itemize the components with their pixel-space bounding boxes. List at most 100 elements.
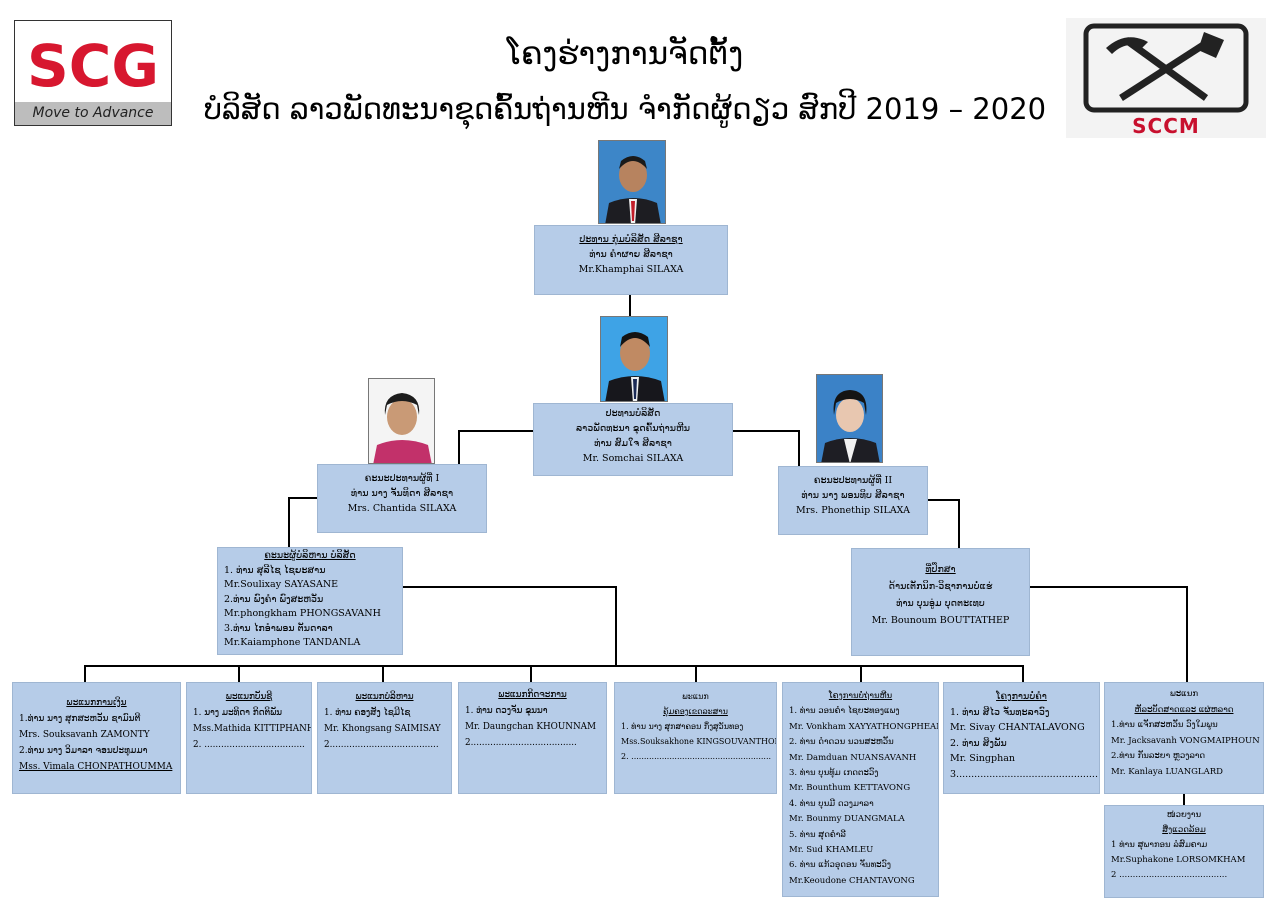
dept-community-member: 1. ທ່ານ ນາງ ສຸກສາຄອນ ກິ່ງສຸວັນທອງ	[621, 722, 744, 731]
dept-finance-member-en: Mss. Vimala CHONPATHOUMMA	[19, 762, 173, 772]
connector-vp2-to-advisor-v	[958, 499, 960, 548]
dept-import-export-subtitle: ຫັລະບັດສາດແລະ ແຜ່ຫລາດ	[1134, 704, 1234, 715]
chart-title: ໂຄງຮ່າງການຈັດຕັ້ງ	[506, 36, 744, 72]
connector-board-v	[615, 586, 617, 667]
dept-finance-box: ພະແນກການເງິນ 1.ທ່ານ ນາງ ສຸກສະຫວັນ ຊາມົນຕ…	[12, 682, 181, 794]
dept-ore-pit-member: 1. ທ່ານ ສີໄວ ຈັນທະລາວົງ	[950, 706, 1050, 718]
dept-coal-plant-member: 6. ທ່ານ ແກ້ວອຸດອນ ຈັນທະວົງ	[789, 860, 892, 871]
dept-import-export-box: ພະແນກ ຫັລະບັດສາດແລະ ແຜ່ຫລາດ 1.ທ່ານ ແຈັກສ…	[1104, 682, 1264, 794]
dept-coal-plant-member: 1. ທ່ານ ວອນຄຳ ໄຊຍະທອງແພງ	[789, 706, 900, 717]
dept-coal-plant-member: 3. ທ່ານ ບຸນທຸ້ມ ເກດຕະວົງ	[789, 768, 879, 779]
connector-board-h	[402, 586, 617, 588]
unit-environment-title: ໜ່ວຍງານ	[1166, 810, 1202, 820]
vice-president-1-box: ຄະນະປະທານຜູ້ທີ່ I ທ່ານ ນາງ ຈັນທິດາ ສີລາຊ…	[317, 464, 487, 533]
dept-coal-plant-member: 2. ທ່ານ ດຳດວນ ນວນສະຫວັນ	[789, 737, 894, 748]
vice-president-1-name-lao: ທ່ານ ນາງ ຈັນທິດາ ສີລາຊາ	[350, 488, 454, 499]
president-title: ປະທານບໍລິສັດ	[605, 408, 661, 419]
dept-ore-pit-member-placeholder: 3.......................................…	[950, 768, 1098, 780]
connector-president-left-v	[458, 430, 460, 465]
dept-marketing-title: ພະແນກກິດຈະການ	[498, 690, 567, 700]
management-board-member-en: Mr.phongkham PHONGSAVANH	[224, 608, 381, 619]
management-board-member: 2.ທ່ານ ພົງຄຳ ພົງສະຫວັນ	[224, 593, 324, 605]
dept-coal-plant-member: 4. ທ່ານ ບຸນມີ ດວງມາລາ	[789, 798, 874, 809]
unit-environment-box: ໜ່ວຍງານ ສິ່ງແວດລ້ອມ 1 ທ່ານ ສຸພາກອນ ລໍສົມ…	[1104, 805, 1264, 898]
management-board-member-en: Mr.Soulixay SAYASANE	[224, 579, 339, 590]
management-board-title: ຄະນະຜູ້ບໍລິຫານ ບໍລິສັດ	[264, 550, 356, 561]
connector-president-right-h	[732, 430, 800, 432]
dept-ore-pit-member: 2. ທ່ານ ສິງພັນ	[950, 737, 1007, 749]
chairman-name-en: Mr.Khamphai SILAXA	[578, 264, 684, 275]
dept-coal-plant-member-en: Mr.Keoudone CHANTAVONG	[789, 875, 915, 886]
svg-text:SCG: SCG	[27, 32, 159, 100]
president-company: ລາວພັດທະນາ ຂຸດຄົ້ນຖ່ານຫີນ	[576, 423, 690, 434]
connector-president-right-v	[798, 430, 800, 466]
chart-subtitle: ບໍລິສັດ ລາວພັດທະນາຂຸດຄົ້ນຖ່ານຫີນ ຈຳກັດຜູ…	[203, 92, 1047, 126]
dept-marketing-box: ພະແນກກິດຈະການ 1. ທ່ານ ດວງຈັນ ຂຸນນາ Mr. D…	[458, 682, 607, 794]
scg-logo-mark: SCG	[27, 32, 159, 100]
connector-import-to-environment	[1183, 793, 1185, 805]
advisor-title: ທີ່ປຶກສາ	[925, 564, 956, 575]
advisor-name-en: Mr. Bounoum BOUTTATHEP	[871, 615, 1010, 626]
dept-ore-pit-member-en: Mr. Singphan	[950, 753, 1015, 764]
vice-president-2-name-lao: ທ່ານ ນາງ ພອນທິບ ສີລາຊາ	[801, 490, 905, 501]
dept-import-export-title: ພະແນກ	[1169, 689, 1199, 699]
dept-import-export-member: 2.ທ່ານ ກັນລະຍາ ຫຼວງລາດ	[1111, 751, 1206, 761]
chairman-photo	[598, 140, 666, 224]
connector-drop-marketing	[530, 665, 532, 682]
vice-president-2-box: ຄະນະປະທານຜູ້ທີ່ II ທ່ານ ນາງ ພອນທິບ ສີລາຊ…	[778, 466, 928, 535]
dept-community-member-en: Mss.Souksakhone KINGSOUVANTHONG	[621, 737, 777, 746]
dept-community-title: ພະແນກ	[682, 692, 709, 701]
dept-import-export-member-en: Mr. Kanlaya LUANGLARD	[1111, 766, 1223, 777]
connector-drop-ore-pit	[1022, 665, 1024, 682]
vice-president-1-name-en: Mrs. Chantida SILAXA	[347, 503, 457, 514]
management-board-box: ຄະນະຜູ້ບໍລິຫານ ບໍລິສັດ 1. ທ່ານ ສຸລີໄຊ ໄຊ…	[217, 547, 403, 655]
dept-import-export-member-en: Mr. Jacksavanh VONGMAIPHOUN	[1111, 735, 1260, 746]
dept-import-export-member: 1.ທ່ານ ແຈັກສະຫວັນ ວົງໃມພູນ	[1111, 720, 1218, 730]
unit-environment-member: 1 ທ່ານ ສຸພາກອນ ລໍສົມຄາມ	[1111, 840, 1208, 850]
connector-drop-accounting	[238, 665, 240, 682]
dept-marketing-member: 1. ທ່ານ ດວງຈັນ ຂຸນນາ	[465, 706, 548, 716]
president-box: ປະທານບໍລິສັດ ລາວພັດທະນາ ຂຸດຄົ້ນຖ່ານຫີນ ທ…	[533, 403, 733, 476]
connector-vp1-to-board-h	[288, 497, 318, 499]
unit-environment-member-en: Mr.Suphakone LORSOMKHAM	[1111, 855, 1246, 865]
dept-accounting-box: ພະແນກບັນຊີ 1. ນາງ ມະທິດາ ກິດຕິພັນ Mss.Ma…	[186, 682, 312, 794]
dept-community-member-placeholder: 2. .....................................…	[621, 752, 772, 761]
sccm-logo: SCCM	[1066, 18, 1266, 138]
dept-admin-title: ພະແນກບໍລິຫານ	[355, 692, 414, 702]
president-name-lao: ທ່ານ ສົມໃຈ ສີລາຊາ	[594, 438, 672, 449]
management-board-member: 1. ທ່ານ ສຸລີໄຊ ໄຊຍະສານ	[224, 564, 326, 576]
chairman-box: ປະທານ ກຸ່ມບໍລິສັດ ສີລາຊາ ທ່ານ ຄຳຜາຍ ສີລາ…	[534, 225, 728, 295]
vice-president-2-photo	[816, 374, 883, 463]
dept-coal-plant-member: 5. ທ່ານ ສຸດຄຳລີ	[789, 829, 846, 840]
connector-vp1-to-board-v	[288, 497, 290, 547]
connector-president-left-h	[458, 430, 534, 432]
dept-coal-plant-member-en: Mr. Vonkham XAYYATHONGPHEANG	[789, 721, 939, 732]
dept-admin-member: 1. ທ່ານ ຄອງສັງ ໄຊມີໄຊ	[324, 708, 411, 718]
dept-finance-member: 1.ທ່ານ ນາງ ສຸກສະຫວັນ ຊາມົນຕີ	[19, 714, 141, 724]
sccm-logo-text: SCCM	[1132, 114, 1200, 138]
vice-president-2-name-en: Mrs. Phonethip SILAXA	[796, 505, 910, 516]
dept-coal-plant-member-en: Mr. Bounthum KETTAVONG	[789, 783, 911, 794]
dept-accounting-title: ພະແນກບັນຊີ	[225, 692, 273, 702]
connector-advisor-h	[1030, 586, 1188, 588]
dept-coal-plant-member-en: Mr. Damduan NUANSAVANH	[789, 752, 917, 763]
president-name-en: Mr. Somchai SILAXA	[582, 453, 684, 464]
connector-advisor-v	[1186, 586, 1188, 682]
connector-drop-admin	[382, 665, 384, 682]
dept-ore-pit-title: ໂຄງການບໍ່ຄຳ	[996, 691, 1047, 702]
management-board-member-en: Mr.Kaiamphone TANDANLA	[224, 637, 361, 648]
president-photo	[600, 316, 668, 402]
management-board-member: 3.ທ່ານ ໄກອຳພອນ ຕັນດາລາ	[224, 622, 333, 634]
connector-drop-community	[695, 665, 697, 682]
dept-ore-pit-box: ໂຄງການບໍ່ຄຳ 1. ທ່ານ ສີໄວ ຈັນທະລາວົງ Mr. …	[943, 682, 1100, 794]
vice-president-2-title: ຄະນະປະທານຜູ້ທີ່ II	[813, 475, 893, 486]
pickaxe-shovel-icon	[1083, 23, 1249, 113]
dept-admin-box: ພະແນກບໍລິຫານ 1. ທ່ານ ຄອງສັງ ໄຊມີໄຊ Mr. K…	[317, 682, 452, 794]
dept-finance-member: 2.ທ່ານ ນາງ ວິມາລາ ຈອນປະທຸມມາ	[19, 746, 148, 756]
connector-drop-finance	[84, 665, 86, 682]
vice-president-1-title: ຄະນະປະທານຜູ້ທີ່ I	[364, 473, 440, 484]
dept-coal-plant-title: ໂຄງການບໍ່ຖ່ານຫີນ	[828, 691, 893, 701]
vice-president-1-photo	[368, 378, 435, 464]
connector-drop-coal-plant	[860, 665, 862, 682]
dept-marketing-member-placeholder: 2......................................	[465, 738, 577, 748]
